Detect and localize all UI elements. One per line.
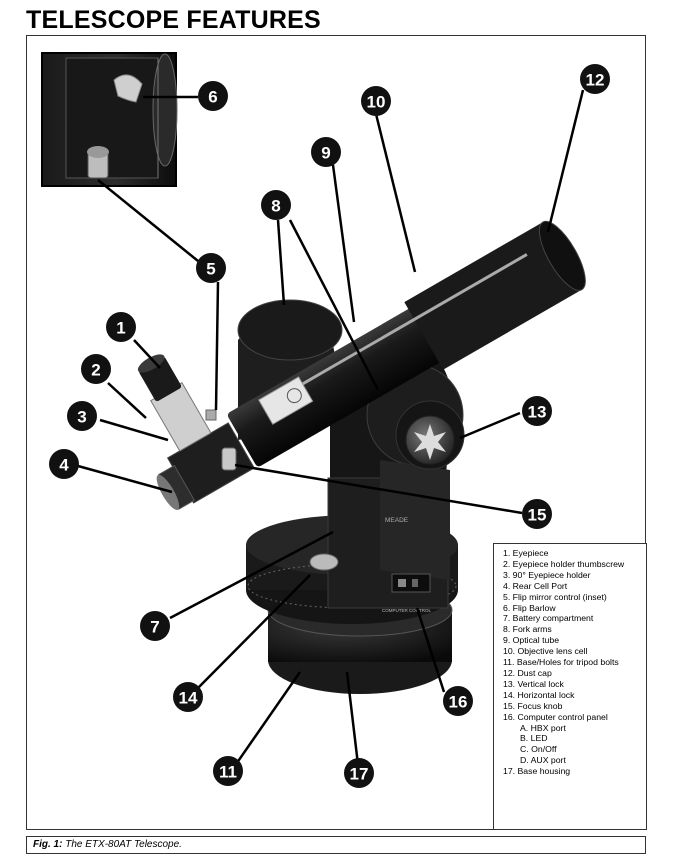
legend-item: 10. Objective lens cell <box>503 646 588 657</box>
svg-text:14: 14 <box>179 689 198 708</box>
svg-text:15: 15 <box>528 506 547 525</box>
callout-15: 15 <box>522 499 552 529</box>
svg-text:9: 9 <box>321 144 330 163</box>
callout-13: 13 <box>522 396 552 426</box>
legend-item: 16. Computer control panel <box>503 711 608 722</box>
callout-8: 8 <box>261 190 291 220</box>
legend-item: 8. Fork arms <box>503 624 552 635</box>
figure-frame <box>26 35 646 830</box>
brand-label: MEADE <box>385 517 409 524</box>
callout-5: 5 <box>196 253 226 283</box>
legend-subitem: A. HBX port <box>520 722 566 733</box>
svg-text:12: 12 <box>586 71 605 90</box>
caption-text: The ETX-80AT Telescope. <box>62 839 182 850</box>
legend-subitem: C. On/Off <box>520 744 557 755</box>
legend-item: 7. Battery compartment <box>503 613 594 624</box>
legend-item: 9. Optical tube <box>503 635 560 646</box>
legend-item: 12. Dust cap <box>503 667 552 678</box>
legend-item: 4. Rear Cell Port <box>503 580 568 591</box>
svg-text:2: 2 <box>91 361 100 380</box>
svg-text:6: 6 <box>208 88 217 107</box>
figure-caption: Fig. 1: The ETX-80AT Telescope. <box>26 836 646 854</box>
legend-item: 6. Flip Barlow <box>503 602 556 613</box>
callout-11: 11 <box>213 756 243 786</box>
page-title: TELESCOPE FEATURES <box>26 6 321 34</box>
feature-legend: 1. Eyepiece 2. Eyepiece holder thumbscre… <box>493 543 647 830</box>
callout-3: 3 <box>67 401 97 431</box>
svg-text:3: 3 <box>77 408 86 427</box>
svg-text:8: 8 <box>271 197 280 216</box>
legend-item: 17. Base housing <box>503 766 571 777</box>
legend-item: 2. Eyepiece holder thumbscrew <box>503 558 625 569</box>
callout-4: 4 <box>49 449 79 479</box>
legend-item: 3. 90° Eyepiece holder <box>503 569 591 580</box>
callout-1: 1 <box>106 312 136 342</box>
svg-text:11: 11 <box>219 763 237 782</box>
legend-item: 14. Horizontal lock <box>503 689 575 700</box>
callout-12: 12 <box>580 64 610 94</box>
svg-text:10: 10 <box>367 93 386 112</box>
legend-item: 11. Base/Holes for tripod bolts <box>503 657 619 668</box>
callout-16: 16 <box>443 686 473 716</box>
svg-text:4: 4 <box>59 456 69 475</box>
caption-label: Fig. 1: <box>33 839 63 850</box>
callout-7: 7 <box>140 611 170 641</box>
inset-photo <box>41 52 178 187</box>
callout-6: 6 <box>198 81 228 111</box>
legend-item: 1. Eyepiece <box>503 548 549 558</box>
svg-text:16: 16 <box>449 693 468 712</box>
callout-10: 10 <box>361 86 391 116</box>
legend-subitem: D. AUX port <box>520 755 566 766</box>
svg-text:7: 7 <box>150 618 159 637</box>
legend-item: 5. Flip mirror control (inset) <box>503 591 607 602</box>
legend-item: 13. Vertical lock <box>503 678 564 689</box>
callout-9: 9 <box>311 137 341 167</box>
svg-text:17: 17 <box>350 765 369 784</box>
callout-17: 17 <box>344 758 374 788</box>
svg-text:5: 5 <box>206 260 215 279</box>
svg-text:13: 13 <box>528 403 547 422</box>
legend-item: 15. Focus knob <box>503 700 563 711</box>
callout-14: 14 <box>173 682 203 712</box>
legend-subitem: B. LED <box>520 733 548 744</box>
panel-label: COMPUTER CONTROL <box>382 608 431 613</box>
svg-text:1: 1 <box>116 319 125 338</box>
leader-lines <box>77 89 585 774</box>
callout-2: 2 <box>81 354 111 384</box>
